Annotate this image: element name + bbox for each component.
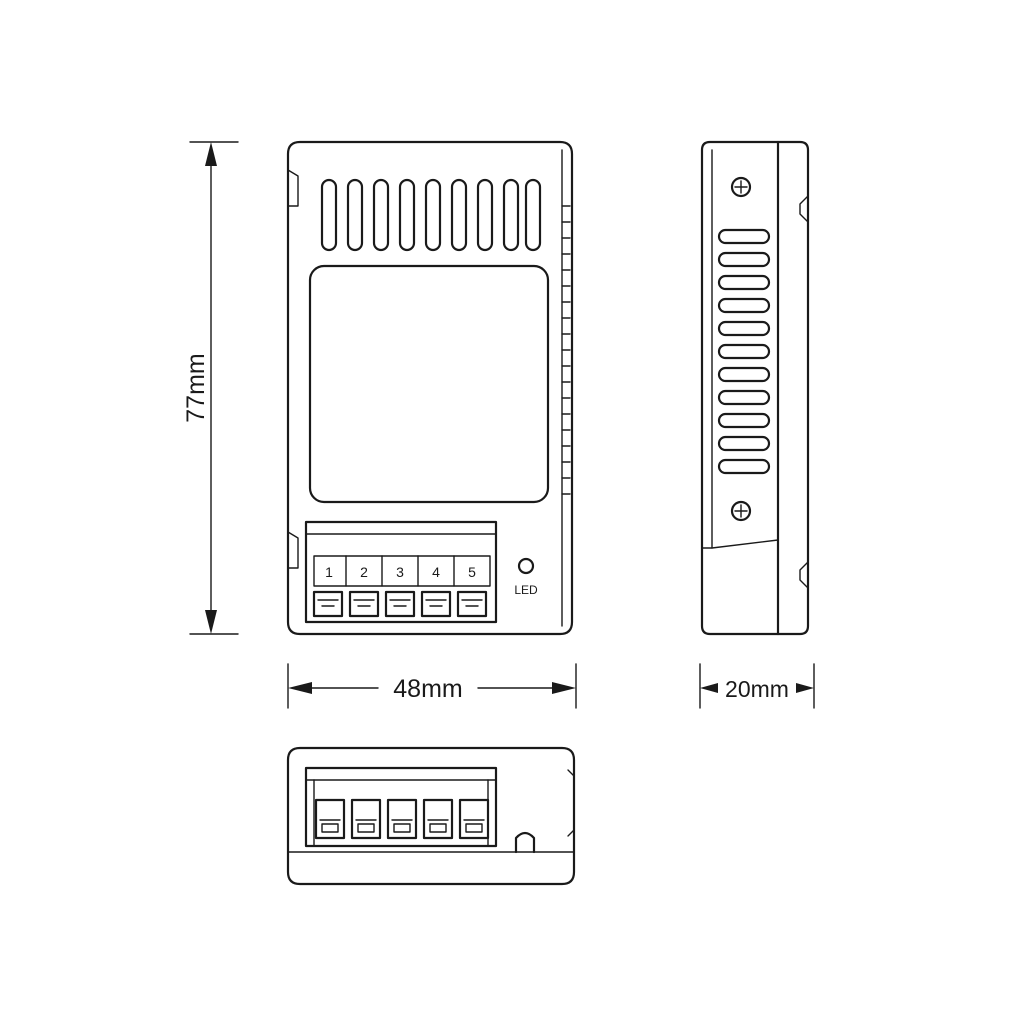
screw-icon <box>730 500 752 522</box>
dim-width: 48mm <box>287 663 577 709</box>
front-left-notch-bottom <box>287 531 299 569</box>
terminal-number-strip <box>313 555 491 587</box>
front-left-notch-top <box>287 169 299 207</box>
dim-height: 77mm <box>182 141 239 635</box>
terminal-label: 5 <box>468 564 476 580</box>
vent-slot <box>502 178 520 252</box>
width-dimension-label: 48mm <box>393 675 462 703</box>
vent-slot <box>346 178 364 252</box>
terminal-clamps <box>312 590 488 618</box>
bottom-led-icon <box>514 831 536 854</box>
screw-icon <box>730 176 752 198</box>
vent-slot <box>320 178 338 252</box>
terminal-label: 2 <box>360 564 368 580</box>
terminal-block-body <box>304 520 498 624</box>
side-notch-bottom <box>799 561 809 589</box>
led-indicator-icon <box>517 557 535 575</box>
terminal-block: 1 2 3 4 5 <box>304 520 498 624</box>
side-vent-slots <box>717 228 771 475</box>
vent-slot <box>398 178 416 252</box>
side-housing-outline <box>700 140 810 636</box>
bottom-terminal-clamps <box>314 798 490 840</box>
side-view <box>700 140 810 636</box>
front-right-teeth <box>561 205 571 495</box>
terminal-label: 1 <box>325 564 333 580</box>
front-view: 1 2 3 4 5 LED <box>286 140 574 636</box>
bottom-view <box>286 746 576 886</box>
vent-slot <box>524 178 542 252</box>
vent-slot <box>450 178 468 252</box>
height-dimension-label: 77mm <box>182 353 210 422</box>
side-notch-top <box>799 195 809 223</box>
terminal-label: 4 <box>432 564 440 580</box>
bottom-housing-outline <box>286 746 576 886</box>
front-vent-slots <box>320 178 542 252</box>
bottom-terminal-block <box>304 766 498 848</box>
terminal-label: 3 <box>396 564 404 580</box>
vent-slot <box>476 178 494 252</box>
depth-dimension-label: 20mm <box>725 676 789 702</box>
led-label: LED <box>514 583 538 597</box>
vent-slot <box>424 178 442 252</box>
label-panel <box>308 264 550 504</box>
vent-slot <box>372 178 390 252</box>
dim-depth: 20mm <box>699 663 815 709</box>
